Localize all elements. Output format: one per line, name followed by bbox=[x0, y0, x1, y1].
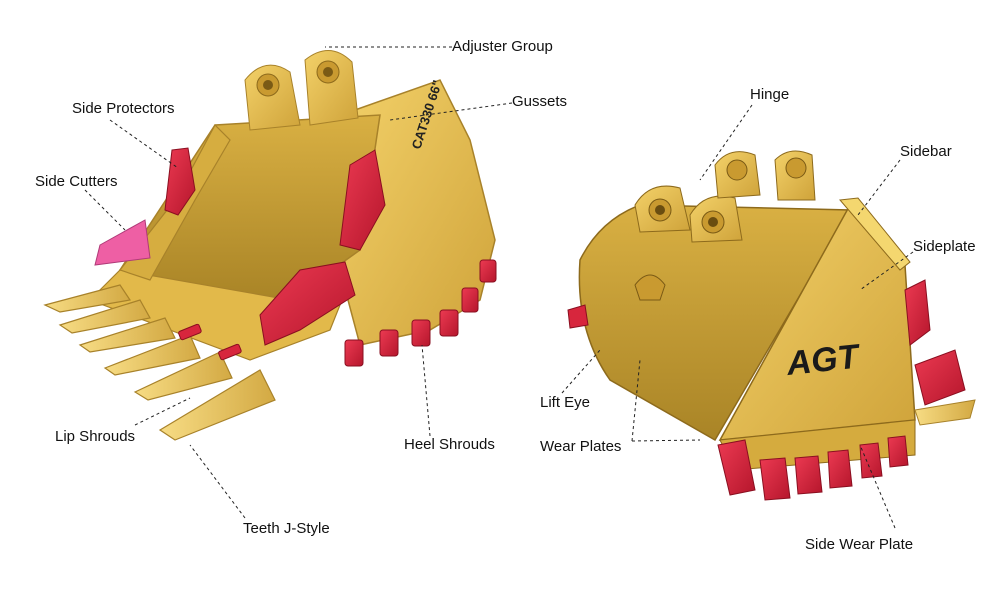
label-sideplate: Sideplate bbox=[913, 238, 976, 255]
label-teeth-j-style: Teeth J-Style bbox=[243, 520, 330, 537]
right-heel-shrouds bbox=[717, 435, 909, 501]
label-wear-plates: Wear Plates bbox=[540, 438, 622, 455]
right-left-tip bbox=[567, 304, 589, 329]
right-side-protector bbox=[904, 279, 931, 346]
right-tooth bbox=[914, 399, 976, 426]
left-bucket: CAT330 66" bbox=[43, 50, 497, 441]
right-side-cutter bbox=[914, 349, 966, 406]
left-lip-shrouds bbox=[178, 323, 242, 361]
label-lip-shrouds: Lip Shrouds bbox=[55, 428, 136, 445]
left-teeth bbox=[43, 284, 276, 441]
label-hinge: Hinge bbox=[750, 86, 790, 103]
label-adjuster-group: Adjuster Group bbox=[452, 38, 553, 55]
label-heel-shrouds: Heel Shrouds bbox=[404, 436, 495, 453]
left-adjuster-ears bbox=[244, 50, 359, 131]
right-bucket-sidebar bbox=[839, 197, 911, 271]
right-bucket-logo: AGT bbox=[784, 337, 864, 383]
label-side-protectors: Side Protectors bbox=[72, 100, 175, 117]
left-side-protector-1 bbox=[164, 147, 196, 216]
right-bucket-back bbox=[578, 204, 852, 442]
right-hinge-ears bbox=[634, 150, 816, 243]
left-lower-cutter bbox=[259, 261, 356, 346]
left-side-protector-2 bbox=[339, 149, 386, 251]
leader-lines bbox=[84, 46, 914, 529]
right-bucket: AGT bbox=[567, 150, 976, 501]
label-side-cutters: Side Cutters bbox=[35, 173, 118, 190]
right-lift-eye bbox=[634, 274, 666, 301]
label-side-wear-plate: Side Wear Plate bbox=[805, 536, 914, 553]
left-side-cutter bbox=[94, 219, 151, 266]
left-heel-shrouds bbox=[344, 259, 497, 367]
label-gussets: Gussets bbox=[512, 93, 568, 110]
label-sidebar: Sidebar bbox=[900, 143, 952, 160]
label-lift-eye: Lift Eye bbox=[540, 394, 591, 411]
